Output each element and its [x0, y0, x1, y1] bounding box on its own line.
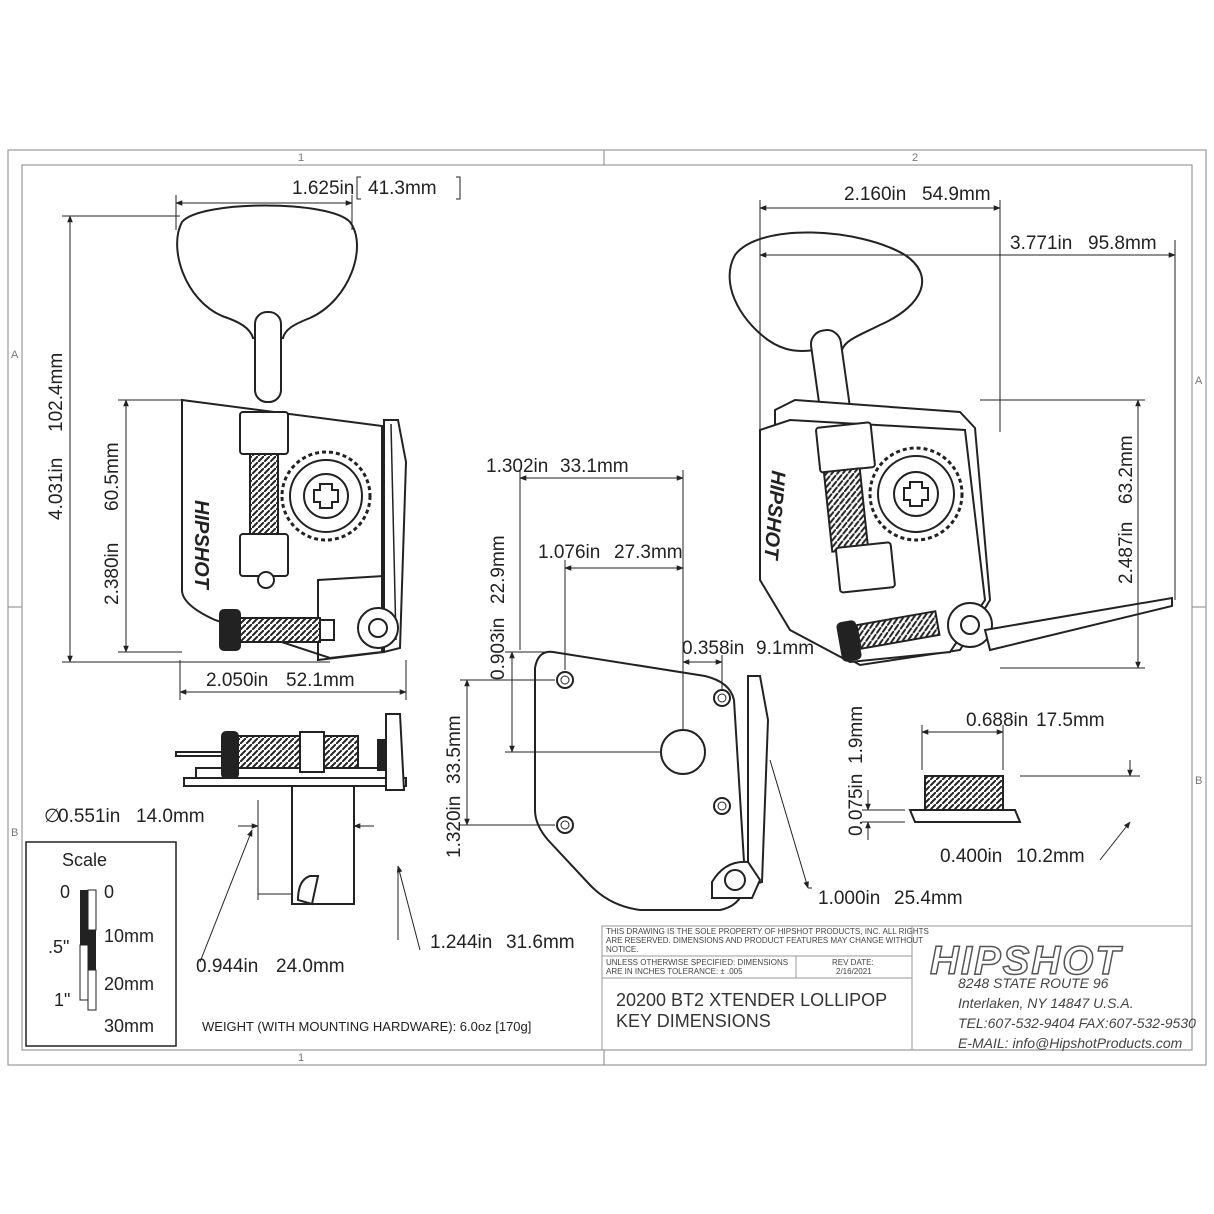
scale-box: Scale 0 .5" 1" 0 10mm 20mm 30mm	[25, 841, 177, 1047]
dim-bushing-flange: 0.075in	[846, 774, 867, 836]
grid-labels: 1 2 1 A B A B	[11, 152, 1203, 1064]
dim-plate-hole-span: 1.302in	[486, 456, 548, 477]
dim-plate-vertical-mm: 33.5mm	[444, 715, 465, 784]
grid-label-left-b: B	[11, 827, 18, 839]
grid-label-bottom-1: 1	[298, 1052, 304, 1064]
side-profile	[175, 713, 407, 906]
bushing	[908, 775, 1022, 823]
angled-lollipop-button	[728, 231, 924, 352]
dim-plate-post-mm: 25.4mm	[894, 888, 963, 909]
dim-plate-top-offset: 0.903in	[488, 618, 509, 680]
front-lollipop-button	[176, 204, 358, 339]
grid-label-right-b: B	[1195, 775, 1202, 787]
hipshot-logo: HIPSHOT	[930, 939, 1123, 983]
scale-inch-bar-dark	[80, 890, 88, 945]
scale-mm-30: 30mm	[104, 1016, 154, 1036]
dim-post-diameter-symbol: ∅	[44, 806, 61, 827]
tolerance-line2: ARE IN INCHES TOLERANCE: ± .005	[606, 967, 743, 976]
scale-inch-bar-light	[79, 944, 89, 1001]
dim-bushing-width: 0.688in	[966, 710, 1028, 731]
front-view	[176, 204, 408, 662]
dim-post-length-mm: 24.0mm	[276, 956, 345, 977]
dim-front-body-width: 2.050in	[206, 670, 268, 691]
scale-mm-bar-1	[87, 889, 97, 931]
plate-dimension-lines	[460, 470, 812, 889]
dim-side-height: 2.487in	[1116, 522, 1137, 584]
dim-front-body-width-mm: 52.1mm	[286, 670, 355, 691]
side-profile-dimension-lines	[199, 800, 421, 963]
brand-block: HIPSHOT 8248 STATE ROUTE 96 Interlaken, …	[929, 938, 1196, 1051]
property-notice-line1: THIS DRAWING IS THE SOLE PROPERTY OF HIP…	[606, 927, 929, 936]
scale-inch-1: 1"	[54, 990, 70, 1010]
dim-side-total: 3.771in	[1010, 233, 1072, 254]
dim-plate-edge: 0.358in	[682, 638, 744, 659]
scale-title: Scale	[62, 850, 107, 870]
email: E-MAIL: info@HipshotProducts.com	[958, 1035, 1183, 1051]
rev-date: 2/16/2021	[836, 967, 872, 976]
scale-mm-0: 0	[104, 882, 114, 902]
dim-side-height-mm: 63.2mm	[1116, 435, 1137, 504]
grid-label-top-1: 1	[298, 152, 304, 164]
dim-bushing-width-mm: 17.5mm	[1036, 710, 1105, 731]
dim-bushing-height: 0.400in	[940, 846, 1002, 867]
tolerance-line1: UNLESS OTHERWISE SPECIFIED: DIMENSIONS	[606, 958, 788, 967]
front-dimension-labels: 1.625in 41.3mm 4.031in 102.4mm 2.380in 6…	[46, 176, 461, 691]
grid-label-right-a: A	[1195, 375, 1203, 387]
dim-plate-post: 1.000in	[818, 888, 880, 909]
dim-post-diameter-mm: 14.0mm	[136, 806, 205, 827]
dim-front-body-height-mm: 60.5mm	[102, 442, 123, 511]
dim-plate-hole-span-mm: 33.1mm	[560, 456, 629, 477]
dim-post-diameter: 0.551in	[58, 806, 120, 827]
dim-plate-edge-mm: 9.1mm	[756, 638, 814, 659]
dim-bushing-height-mm: 10.2mm	[1016, 846, 1085, 867]
title-block	[601, 925, 1193, 1051]
dim-post-total: 1.244in	[430, 932, 492, 953]
address-line2: Interlaken, NY 14847 U.S.A.	[958, 995, 1134, 1011]
drawing-title-line2: KEY DIMENSIONS	[616, 1011, 771, 1031]
dim-post-total-mm: 31.6mm	[506, 932, 575, 953]
dim-plate-hole-offset-mm: 27.3mm	[614, 542, 683, 563]
dim-side-total-mm: 95.8mm	[1088, 233, 1157, 254]
dim-bushing-flange-mm: 1.9mm	[846, 706, 867, 764]
drawing-title-line1: 20200 BT2 XTENDER LOLLIPOP	[616, 990, 887, 1010]
property-notice-line3: NOTICE.	[606, 945, 638, 954]
property-notice-line2: ARE RESERVED. DIMENSIONS AND PRODUCT FEA…	[606, 936, 923, 945]
dim-front-width-mm: 41.3mm	[368, 178, 437, 199]
mounting-plate	[534, 650, 770, 911]
dim-side-width-mm: 54.9mm	[922, 184, 991, 205]
grid-label-left-a: A	[11, 349, 19, 361]
address-line1: 8248 STATE ROUTE 96	[958, 975, 1109, 991]
side-profile-dimension-labels: ∅ 0.551in 14.0mm 0.944in 24.0mm 1.244in …	[44, 806, 575, 977]
front-body-logo: HIPSHOT	[190, 500, 212, 591]
scale-mm-bar-3	[87, 969, 97, 1011]
dim-plate-top-offset-mm: 22.9mm	[488, 535, 509, 604]
dim-front-width: 1.625in	[292, 178, 354, 199]
dim-plate-vertical: 1.320in	[444, 796, 465, 858]
dim-front-body-height: 2.380in	[102, 543, 123, 605]
dim-plate-hole-offset: 1.076in	[538, 542, 600, 563]
scale-mm-20: 20mm	[104, 974, 154, 994]
dim-front-height: 4.031in	[46, 458, 67, 520]
scale-inch-0: 0	[60, 882, 70, 902]
scale-mm-10: 10mm	[104, 926, 154, 946]
dim-front-height-mm: 102.4mm	[46, 353, 67, 432]
scale-inch-half: .5"	[48, 937, 69, 957]
side-dimension-labels: 2.160in 54.9mm 3.771in 95.8mm 2.487in 63…	[844, 184, 1157, 584]
rev-date-label: REV DATE:	[832, 958, 874, 967]
dim-side-width: 2.160in	[844, 184, 906, 205]
front-dimension-lines	[62, 195, 407, 700]
scale-mm-bar-2	[88, 930, 96, 970]
angled-view	[728, 231, 1173, 667]
title-block-text: THIS DRAWING IS THE SOLE PROPERTY OF HIP…	[606, 927, 929, 1031]
grid-label-top-2: 2	[912, 152, 918, 164]
dim-post-length: 0.944in	[196, 956, 258, 977]
phone-fax: TEL:607-532-9404 FAX:607-532-9530	[958, 1015, 1196, 1031]
plate-outline	[534, 650, 747, 911]
side-dimension-lines	[759, 200, 1176, 669]
bushing-dimension-labels: 0.688in 17.5mm 0.075in 1.9mm 0.400in 10.…	[846, 706, 1105, 867]
bushing-dimension-lines	[862, 725, 1140, 861]
weight-note: WEIGHT (WITH MOUNTING HARDWARE): 6.0oz […	[202, 1019, 531, 1034]
plate-dimension-labels: 1.302in 33.1mm 1.076in 27.3mm 0.903in 22…	[444, 456, 963, 909]
